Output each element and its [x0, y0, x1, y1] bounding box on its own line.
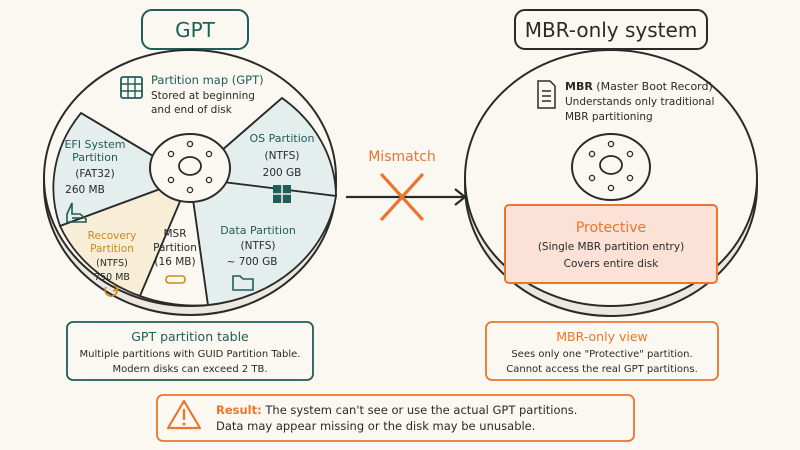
mbr-line2: MBR partitioning [565, 111, 653, 123]
data-fs: (NTFS) [241, 240, 276, 252]
mbr-hub-hole [599, 155, 623, 175]
mbr-title: MBR-only system [525, 18, 698, 42]
gpt-title-box [141, 9, 249, 50]
result-bold: Result: [216, 403, 262, 417]
mbr-disk: MBR (Master Boot Record) Understands onl… [464, 49, 758, 317]
efi-fs: (FAT32) [75, 168, 114, 180]
mbr-title-box [514, 9, 708, 50]
warning-icon [166, 399, 202, 430]
result-line1-text: The system can't see or use the actual G… [262, 403, 578, 417]
partition-map-line2: and end of disk [151, 104, 233, 116]
protective-line1: (Single MBR partition entry) [538, 241, 684, 253]
mbr-hub-screw [607, 140, 615, 148]
recovery-name2: Partition [90, 243, 134, 255]
windows-icon [273, 185, 291, 203]
result-line2: Data may appear missing or the disk may … [216, 419, 535, 433]
os-name: OS Partition [250, 132, 315, 145]
mbr-hub-screw [607, 184, 615, 192]
grid-table-icon [120, 76, 143, 99]
gpt-title: GPT [175, 18, 216, 42]
recovery-fs: (NTFS) [96, 258, 128, 269]
protective-title: Protective [576, 220, 646, 236]
mbr-view-line2: Cannot access the real GPT partitions. [506, 364, 698, 375]
msr-reserved-icon [165, 275, 186, 284]
recovery-name1: Recovery [88, 230, 137, 242]
mbr-hub-screw [626, 150, 634, 158]
gpt-hub-screw [167, 150, 175, 158]
recovery-slice [58, 176, 192, 298]
msr-name2: Partition [153, 242, 197, 254]
efi-name1: EFI System [64, 138, 125, 151]
data-size: ~ 700 GB [227, 256, 278, 268]
msr-name1: MSR [163, 228, 186, 240]
os-size: 200 GB [263, 167, 302, 179]
mbr-hub-screw [626, 174, 634, 182]
gpt-hub-screw [186, 140, 194, 148]
efi-name2: Partition [72, 151, 118, 164]
gpt-hub-screw [205, 150, 213, 158]
mismatch-label: Mismatch [368, 149, 436, 165]
gpt-table-box [66, 321, 314, 381]
msr-size: (16 MB) [154, 256, 195, 268]
gpt-table-title: GPT partition table [131, 329, 249, 344]
gpt-hub-hole [178, 156, 202, 176]
partition-map-line1: Stored at beginning [151, 90, 255, 102]
gpt-hub-screw [186, 186, 194, 194]
refresh-icon [104, 284, 120, 297]
protective-line2: Covers entire disk [564, 258, 660, 270]
data-name: Data Partition [220, 224, 296, 237]
gpt-hub-screw [167, 176, 175, 184]
mbr-hub-screw [588, 174, 596, 182]
boot-icon [66, 202, 87, 223]
efi-size: 260 MB [65, 184, 105, 196]
partition-map-title: Partition map (GPT) [151, 73, 264, 87]
protective-partition [504, 204, 718, 284]
gpt-disk: Partition map (GPT) Stored at beginning … [43, 49, 338, 316]
gpt-table-line2: Modern disks can exceed 2 TB. [112, 364, 267, 375]
mbr-line1: Understands only traditional [565, 96, 714, 108]
gpt-table-line1: Multiple partitions with GUID Partition … [80, 349, 301, 360]
cross-icon [380, 173, 424, 221]
recovery-size: 750 MB [94, 272, 130, 283]
os-fs: (NTFS) [265, 150, 300, 162]
result-box [156, 394, 635, 442]
mbr-label-bold: MBR [565, 80, 593, 93]
mbr-label-rest: (Master Boot Record) [593, 80, 713, 93]
data-slice [188, 176, 338, 306]
mbr-view-line1: Sees only one "Protective" partition. [511, 349, 692, 360]
document-icon [537, 80, 556, 109]
efi-slice [52, 111, 193, 228]
mbr-label: MBR (Master Boot Record) [565, 80, 713, 93]
gpt-hub-screw [205, 176, 213, 184]
result-line1: Result: The system can't see or use the … [216, 403, 577, 417]
mbr-view-title: MBR-only view [556, 329, 647, 344]
folder-icon [232, 275, 254, 291]
mbr-view-box [485, 321, 719, 381]
mbr-hub-screw [588, 150, 596, 158]
